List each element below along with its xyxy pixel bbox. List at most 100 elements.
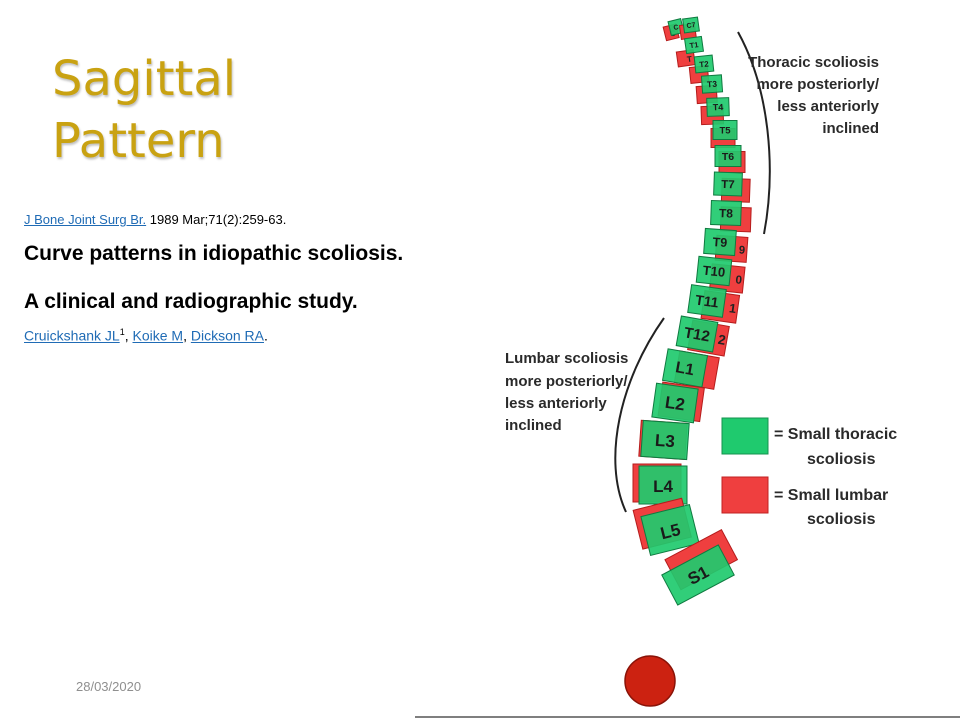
vertebra-thoracic-outline [693,54,715,74]
vertebra-label: T7 [721,179,735,191]
lumbar-note: Lumbar scoliosis more posteriorly/ less … [505,350,628,434]
vertebra: L1 [661,348,720,390]
vertebra-label: T9 [712,235,728,250]
slide-date: 28/03/2020 [76,679,142,694]
vertebra-thoracic-outline [651,382,699,424]
vertebra-label: C7 [686,22,696,30]
vertebra-thoracic-outline [714,145,742,167]
vertebra: L2 [651,381,705,424]
thoracic-note-line: inclined [822,120,879,137]
vertebra-thoracic-outline [682,16,700,34]
author-separator: , [124,327,133,344]
legend-swatch-lumbar [721,476,769,514]
vertebra-thoracic-outline [640,419,690,461]
author-list: Cruickshank JL1, Koike M, Dickson RA. [24,327,268,344]
vertebra-label: T1 [689,40,699,50]
vertebra-thoracic-outline [703,227,737,257]
vertebra-thoracic-outline [712,120,738,140]
journal-details: 1989 Mar;71(2):259-63. [149,212,287,227]
article-title: Curve patterns in idiopathic scoliosis. [24,242,404,265]
author-link[interactable]: Dickson RA [190,327,264,344]
vertebra-label: L1 [674,359,695,379]
vertebra-label: T4 [713,102,724,112]
vertebra-label: T8 [719,206,734,220]
vertebra-thoracic-outline [640,503,700,557]
vertebra-label: L4 [653,477,673,496]
author-link[interactable]: Cruickshank JL [24,327,120,344]
vertebra-thoracic-outline [710,199,742,227]
author-link[interactable]: Koike M [132,327,184,344]
vertebra-label: T12 [683,324,711,345]
lumbar-note-line: less anteriorly [505,395,607,412]
thoracic-note: Thoracic scoliosis more posteriorly/ les… [748,54,880,137]
thoracic-note-line: Thoracic scoliosis [748,54,879,71]
slide-title: Sagittal Pattern [52,48,312,172]
author-separator: , [183,327,191,344]
author-separator: . [264,327,268,344]
vertebra: L5 [632,497,700,557]
vertebra-label: T6 [722,151,734,163]
vertebra-thoracic-outline [661,348,709,388]
vertebra-red-label: 2 [717,332,727,348]
vertebra-thoracic-outline [675,315,719,353]
article-subtitle: A clinical and radiographic study. [24,290,358,313]
vertebra-thoracic-outline [695,255,733,287]
vertebra-red-label: T [686,54,692,64]
vertebra: T6 [714,145,746,173]
vertebra: 9 T9 [703,227,749,263]
vertebra-label: L5 [658,520,682,543]
vertebra-label: L2 [664,393,686,415]
lumbar-note-line: Lumbar scoliosis [505,350,628,367]
legend: = Small thoracic scoliosis = Small lumba… [721,417,897,528]
vertebra: C7 [678,16,700,41]
thoracic-curve-line [737,31,771,235]
vertebra: T2 [688,54,715,85]
vertebra: T4 [700,97,730,126]
vertebra: CC [662,18,685,42]
vertebra: S1 [661,529,739,606]
vertebra-thoracic-outline [700,74,724,94]
slide-title-line-2: Pattern [52,113,225,169]
vertebra-label: T5 [719,125,731,136]
thoracic-note-line: less anteriorly [777,98,879,115]
vertebra: T T1 [675,35,705,68]
legend-label-lumbar-cont: scoliosis [807,511,876,528]
slide-title-line-1: Sagittal [52,51,237,107]
vertebra-thoracic-outline [661,544,735,606]
thoracic-note-line: more posteriorly/ [756,76,879,93]
legend-label-thoracic: = Small thoracic [774,426,897,443]
author-affiliation-sup: 1 [119,327,125,337]
lumbar-note-line: more posteriorly/ [505,373,628,390]
vertebra: T7 [713,171,751,203]
vertebra: T5 [710,120,738,148]
legend-label-lumbar: = Small lumbar [774,487,888,504]
vertebra: 0 T10 [695,255,746,294]
vertebra: T8 [710,199,752,233]
vertebra-label: L3 [654,431,675,451]
vertebra: L3 [638,419,690,461]
legend-label-thoracic-cont: scoliosis [807,451,876,468]
vertebra-thoracic-outline [706,97,730,117]
red-ball [624,655,676,707]
vertebra: 2 T12 [675,315,730,357]
vertebra-label: T11 [694,291,720,310]
journal-link[interactable]: J Bone Joint Surg Br. [24,212,147,227]
lumbar-curve-line [614,317,665,513]
vertebra-thoracic-outline [683,35,705,55]
vertebra-label: T2 [699,59,710,69]
journal-citation: J Bone Joint Surg Br. 1989 Mar;71(2):259… [24,212,286,227]
vertebra-red-label: 9 [738,244,745,256]
vertebra-thoracic-outline [687,284,727,318]
vertebra-label: T3 [707,79,718,90]
vertebra-thoracic-outline [713,171,743,197]
vertebra: L4 [632,463,688,505]
lumbar-note-line: inclined [505,417,562,434]
vertebra-red-label: 0 [735,273,743,287]
legend-swatch-thoracic [721,417,769,455]
vertebra-label: T10 [702,263,726,280]
vertebra: T3 [695,74,724,105]
vertebra-label: C [673,24,680,32]
